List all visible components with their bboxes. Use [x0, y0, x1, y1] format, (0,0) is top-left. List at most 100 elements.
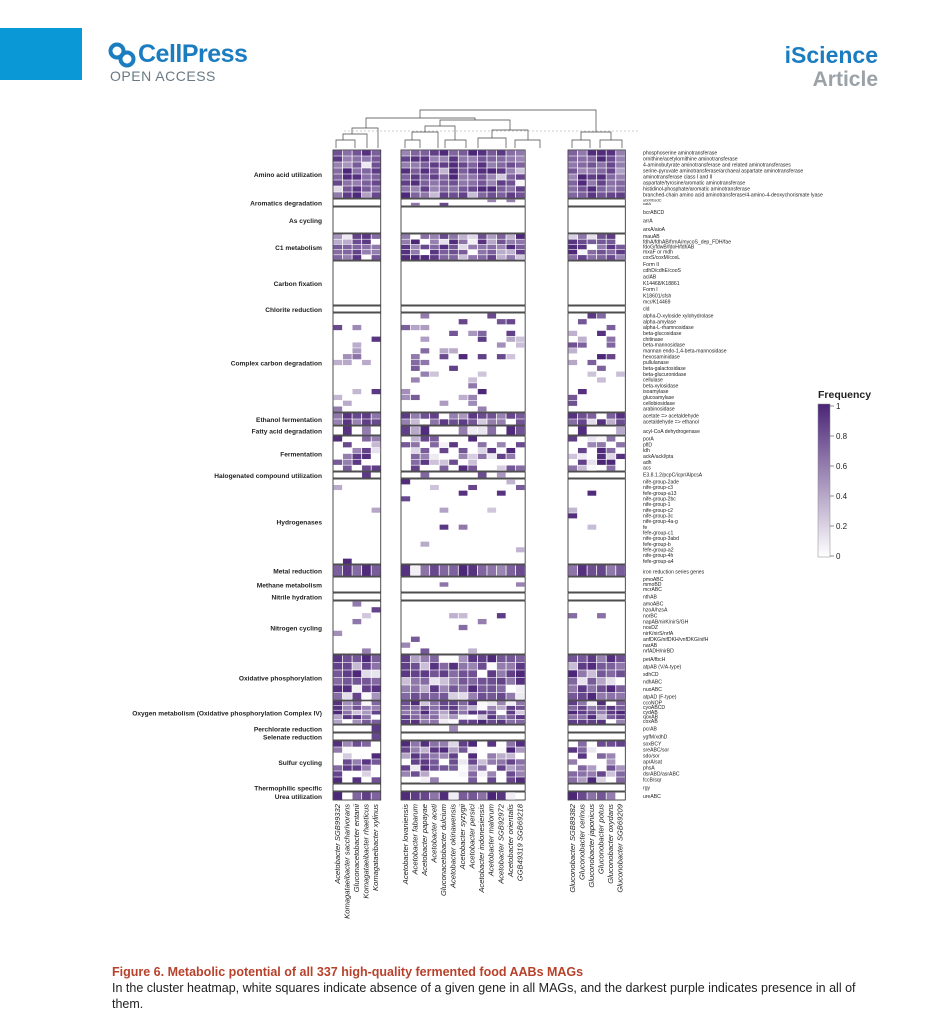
heatmap-cell [410, 747, 420, 753]
gene-label: qoxAB [643, 714, 659, 720]
heatmap-cell [606, 655, 616, 663]
heatmap-cell [516, 777, 525, 783]
heatmap-cell [430, 692, 439, 700]
heatmap-cell [577, 413, 587, 419]
heatmap-cell [430, 753, 439, 759]
heatmap-cell [506, 753, 516, 759]
heatmap-block [567, 740, 626, 784]
heatmap-cell [430, 741, 439, 747]
heatmap-cell [487, 180, 497, 186]
heatmap-cell [587, 670, 597, 678]
gene-label: adh [643, 460, 652, 466]
heatmap-cell [516, 565, 525, 576]
heatmap-cell [616, 670, 625, 678]
heatmap-cell [597, 168, 606, 174]
heatmap-cell [449, 244, 458, 250]
heatmap-cell [568, 777, 578, 783]
heatmap-cell [401, 394, 411, 401]
gene-label: mcr/K14469 [643, 300, 671, 306]
heatmap-cell [616, 150, 625, 156]
heatmap-cell [597, 685, 606, 693]
species-label: Acetobacter okinawensis [449, 804, 458, 889]
heatmap-cell [420, 336, 430, 342]
heatmap-cell [439, 692, 449, 700]
heatmap-cell [362, 426, 371, 435]
journal-name: iScience [784, 42, 878, 68]
heatmap-cell [362, 741, 371, 747]
heatmap-cell [333, 765, 343, 771]
category-label: Hydrogenases [277, 520, 323, 527]
heatmap-cell [587, 156, 597, 162]
heatmap-cell [420, 792, 430, 800]
heatmap-cell [342, 710, 352, 715]
heatmap-cell [458, 662, 468, 670]
heatmap-cell [587, 442, 597, 448]
heatmap-cell [616, 442, 625, 448]
publisher-name: CellPress [138, 40, 248, 68]
heatmap-cell [458, 719, 468, 724]
heatmap-cell [616, 162, 625, 168]
heatmap-cell [587, 655, 597, 663]
heatmap-cell [597, 719, 606, 724]
heatmap-cell [516, 168, 525, 174]
gene-label: ackA/ackl/pta [643, 454, 673, 460]
heatmap-cell [342, 180, 352, 186]
heatmap-cell [577, 389, 587, 395]
heatmap-cell [410, 685, 420, 693]
heatmap-cell [477, 419, 487, 425]
heatmap-cell [506, 234, 516, 239]
heatmap-cell [342, 168, 352, 174]
heatmap-cell [606, 741, 616, 747]
heatmap-cell [439, 168, 449, 174]
heatmap-cell [439, 174, 449, 180]
heatmap-cell [458, 655, 468, 663]
heatmap-cell [401, 162, 411, 168]
heatmap-cell [506, 662, 516, 670]
heatmap-cell [587, 255, 597, 260]
heatmap-cell [352, 618, 362, 625]
heatmap-cell [606, 685, 616, 693]
gene-label: branched-chain amino acid aminotransfera… [643, 193, 823, 199]
heatmap-cell [468, 383, 477, 389]
gene-label: Form II [643, 262, 659, 268]
category-label: Amino acid utilization [254, 172, 322, 179]
heatmap-cell [362, 174, 371, 180]
heatmap-cell [410, 447, 420, 454]
heatmap-cell [496, 747, 506, 753]
heatmap-cell [577, 336, 587, 342]
heatmap-cell [458, 670, 468, 678]
heatmap-cell [587, 692, 597, 700]
heatmap-block [400, 783, 526, 792]
gene-label: glucoamylase [643, 395, 674, 401]
heatmap-cell [458, 174, 468, 180]
heatmap-cell [362, 472, 371, 478]
heatmap-cell [496, 662, 506, 670]
heatmap-cell [449, 419, 458, 425]
heatmap-cell [606, 174, 616, 180]
heatmap-cell [342, 685, 352, 693]
heatmap-cell [458, 624, 468, 631]
gene-label: chitinase [643, 337, 663, 343]
heatmap-cell [577, 168, 587, 174]
heatmap-cell [468, 759, 477, 765]
heatmap-cell [606, 662, 616, 670]
heatmap-cell [371, 249, 381, 255]
heatmap-cell [477, 792, 487, 800]
heatmap-cell [477, 255, 487, 260]
heatmap-cell [333, 239, 343, 245]
heatmap-cell [506, 453, 516, 460]
gene-label: acyl-CoA dehydrogenase [643, 429, 700, 435]
heatmap-block [567, 233, 626, 261]
heatmap-cell [587, 490, 597, 496]
heatmap-block [567, 600, 626, 655]
heatmap-cell [597, 705, 606, 710]
category-label: Perchlorate reduction [254, 727, 322, 734]
heatmap-cell [496, 162, 506, 168]
heatmap-cell [496, 705, 506, 710]
heatmap-cell [430, 670, 439, 678]
heatmap-cell [506, 741, 516, 747]
heatmap-cell [401, 324, 411, 331]
heatmap-cell [516, 765, 525, 771]
heatmap-cell [352, 677, 362, 685]
heatmap-block [400, 471, 526, 479]
